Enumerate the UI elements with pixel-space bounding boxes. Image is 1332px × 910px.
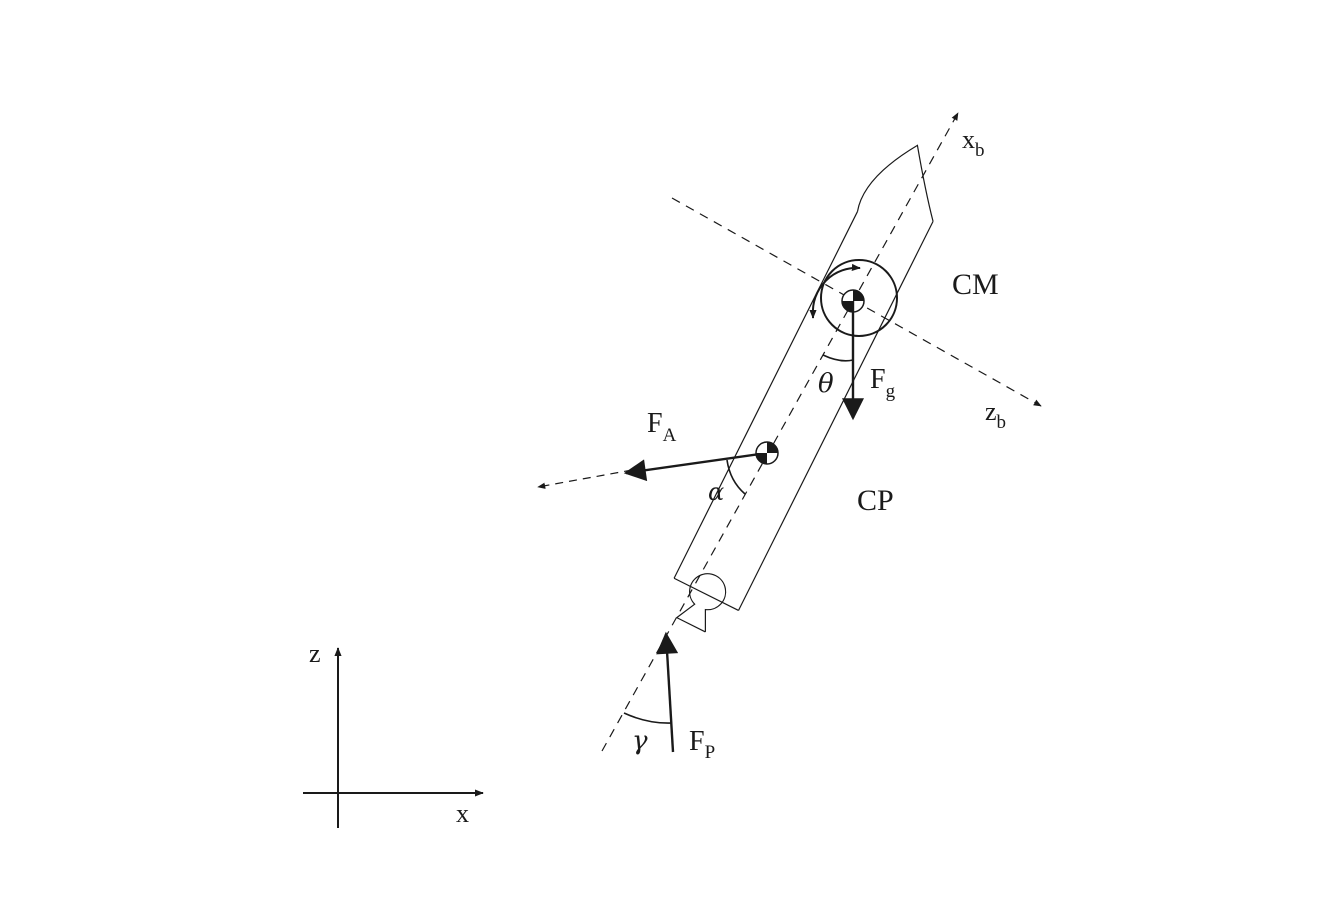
alpha-arc [726, 459, 746, 495]
gravity-force: Fg θ [818, 301, 896, 421]
rocket-side-bottom [737, 221, 934, 611]
cp-label: CP [857, 484, 894, 517]
rocket-nozzle [676, 573, 727, 632]
fp-label: FP [689, 726, 715, 763]
center-of-mass: CM [809, 259, 999, 337]
zb-label: zb [985, 397, 1006, 433]
inertial-frame: z x [303, 639, 484, 828]
cp-symbol-icon [755, 441, 779, 465]
rocket-nose-cone [856, 144, 934, 222]
center-of-pressure: α FA CP [537, 408, 894, 517]
rocket-base [673, 577, 739, 611]
fp-arrow [656, 631, 679, 753]
rocket-nozzle-exit [676, 617, 706, 633]
theta-arc [822, 354, 854, 362]
rocket-side-top [673, 211, 859, 579]
cm-outer-ring [820, 259, 898, 337]
x-axis-label: x [456, 799, 469, 828]
gamma-arc [623, 712, 673, 724]
propulsion-force: γ FP [623, 631, 715, 763]
rotation-arrow [811, 263, 861, 316]
fg-label: Fg [870, 364, 896, 402]
theta-label: θ [818, 369, 834, 399]
cm-label: CM [952, 268, 999, 301]
fa-arrow [623, 451, 768, 482]
xb-label: xb [962, 125, 985, 161]
alpha-label: α [708, 478, 724, 506]
fa-label: FA [647, 408, 677, 446]
gamma-label: γ [632, 726, 648, 756]
rocket [673, 144, 934, 633]
z-axis-label: z [309, 639, 321, 668]
velocity-direction-dashed [537, 469, 633, 489]
xb-axis-dashed [601, 112, 959, 752]
